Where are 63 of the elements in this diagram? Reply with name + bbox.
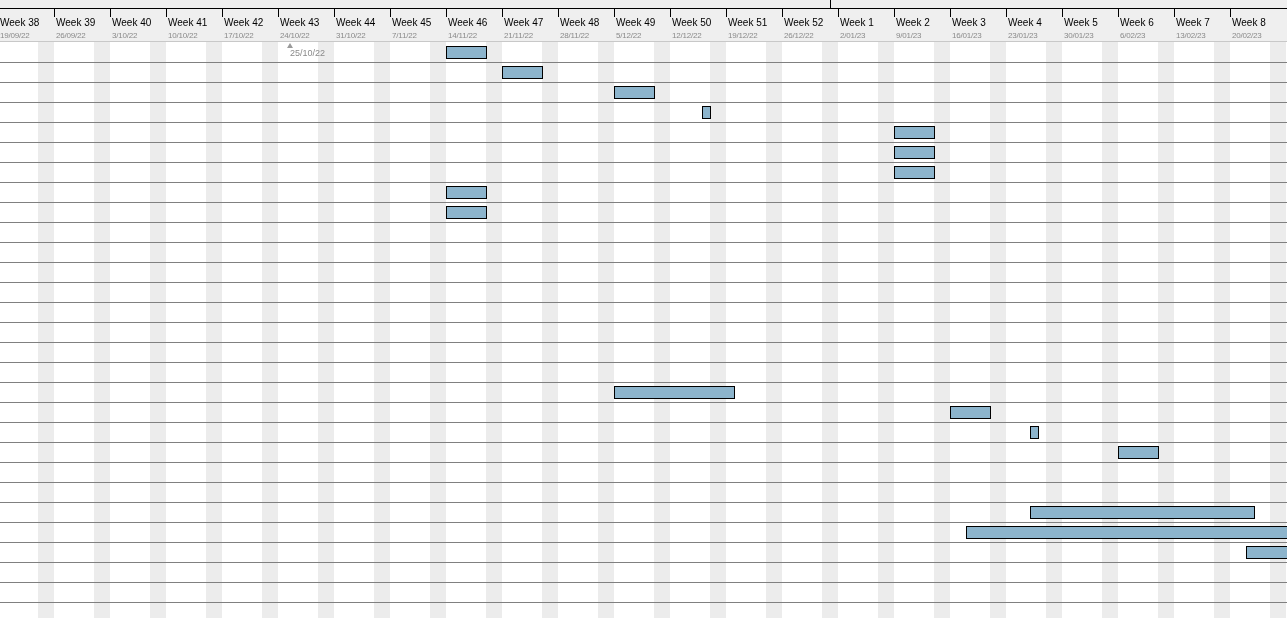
week-label: Week 7 <box>1176 17 1210 29</box>
gantt-bar <box>446 46 487 59</box>
week-label: Week 1 <box>840 17 874 29</box>
date-label: 14/11/22 <box>448 31 477 41</box>
date-label: 31/10/22 <box>336 31 366 41</box>
date-label: 16/01/23 <box>952 31 982 41</box>
date-label: 10/10/22 <box>168 31 198 41</box>
gantt-bar <box>1246 546 1287 559</box>
week-label: Week 38 <box>0 17 40 29</box>
gantt-bar <box>614 386 735 399</box>
gantt-bar <box>894 166 935 179</box>
date-label: 21/11/22 <box>504 31 533 41</box>
gantt-bar <box>502 66 543 79</box>
week-label: Week 39 <box>56 17 96 29</box>
date-label: 19/12/22 <box>728 31 758 41</box>
date-label: 13/02/23 <box>1176 31 1206 41</box>
date-label: 5/12/22 <box>616 31 642 41</box>
week-label: Week 3 <box>952 17 986 29</box>
date-label: 17/10/22 <box>224 31 254 41</box>
gantt-bar <box>614 86 655 99</box>
gantt-bar <box>894 146 935 159</box>
week-label: Week 4 <box>1008 17 1042 29</box>
date-label: 7/11/22 <box>392 31 417 41</box>
week-label: Week 40 <box>112 17 152 29</box>
week-label: Week 46 <box>448 17 488 29</box>
date-label: 30/01/23 <box>1064 31 1094 41</box>
week-label: Week 5 <box>1064 17 1098 29</box>
date-label: 23/01/23 <box>1008 31 1038 41</box>
week-label: Week 47 <box>504 17 544 29</box>
week-label: Week 45 <box>392 17 432 29</box>
gantt-bar <box>446 206 487 219</box>
date-label: 12/12/22 <box>672 31 702 41</box>
week-label: Week 2 <box>896 17 930 29</box>
gantt-bar <box>894 126 935 139</box>
gantt-bar <box>1030 506 1255 519</box>
week-label: Week 43 <box>280 17 320 29</box>
date-label: 6/02/23 <box>1120 31 1146 41</box>
date-label: 26/12/22 <box>784 31 814 41</box>
date-label: 24/10/22 <box>280 31 310 41</box>
week-label: Week 42 <box>224 17 264 29</box>
week-label: Week 51 <box>728 17 768 29</box>
week-label: Week 44 <box>336 17 376 29</box>
date-label: 3/10/22 <box>112 31 138 41</box>
week-label: Week 49 <box>616 17 656 29</box>
date-label: 20/02/23 <box>1232 31 1262 41</box>
gantt-bar <box>1030 426 1039 439</box>
week-label: Week 41 <box>168 17 208 29</box>
week-label: Week 8 <box>1232 17 1266 29</box>
week-label: Week 50 <box>672 17 712 29</box>
date-label: 9/01/23 <box>896 31 922 41</box>
gantt-bar <box>702 106 711 119</box>
gantt-bar <box>966 526 1287 539</box>
gantt-bar <box>950 406 991 419</box>
week-label: Week 52 <box>784 17 824 29</box>
date-label: 19/09/22 <box>0 31 30 41</box>
date-label: 26/09/22 <box>56 31 86 41</box>
date-label: 28/11/22 <box>560 31 589 41</box>
week-label: Week 48 <box>560 17 600 29</box>
week-label: Week 6 <box>1120 17 1154 29</box>
date-label: 2/01/23 <box>840 31 866 41</box>
gantt-bar <box>1118 446 1159 459</box>
marker-date-label: 25/10/22 <box>290 48 326 59</box>
gantt-bar <box>446 186 487 199</box>
